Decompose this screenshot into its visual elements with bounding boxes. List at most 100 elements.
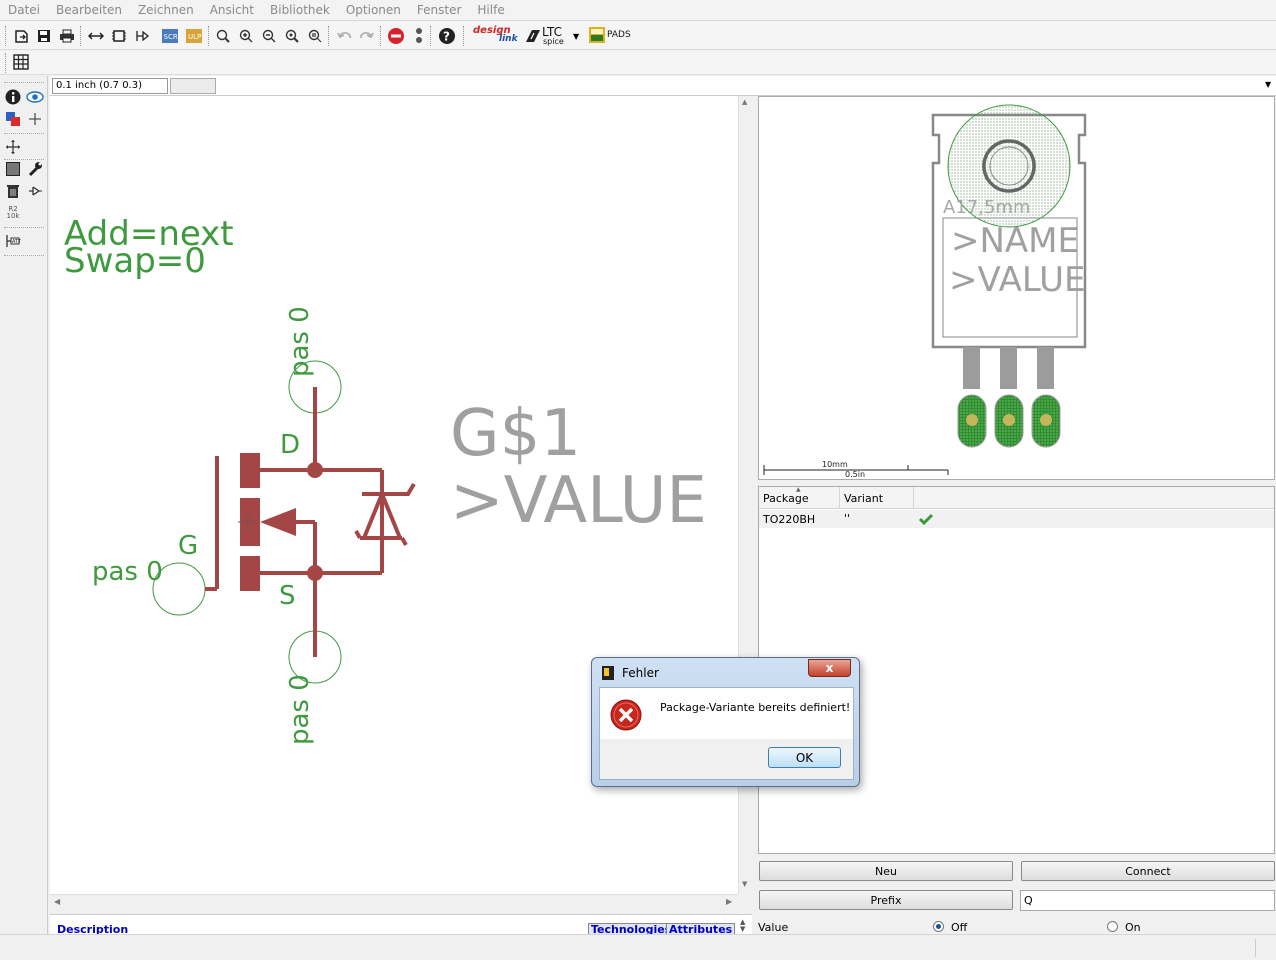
scroll-up-icon[interactable]: ▲: [742, 98, 748, 106]
column-variant[interactable]: Variant: [844, 492, 884, 505]
add-icon[interactable]: [26, 182, 44, 200]
ok-button[interactable]: OK: [768, 747, 841, 768]
undo-icon[interactable]: [334, 26, 354, 46]
coordinate-display: 0.1 inch (0.7 0.3): [52, 78, 168, 94]
svg-text:ATT: ATT: [12, 239, 21, 245]
cam-icon[interactable]: [86, 26, 106, 46]
dialog-close-button[interactable]: x: [808, 659, 851, 677]
info-icon[interactable]: [4, 88, 22, 106]
svg-text:SCR: SCR: [164, 33, 178, 41]
canvas-drawing: Add=next Swap=0 pas 0 pas 0 pas 0 D G S: [64, 214, 707, 745]
go-icon[interactable]: [409, 26, 429, 46]
pads-logo[interactable]: PADS: [589, 27, 631, 45]
display-layers-icon[interactable]: [4, 110, 22, 128]
mounting-hole-inner: [989, 146, 1029, 186]
zoom-in-icon[interactable]: [236, 26, 256, 46]
ulp-icon[interactable]: ULP: [184, 26, 204, 46]
attribute-icon[interactable]: ATT: [4, 232, 22, 250]
menu-fenster[interactable]: Fenster: [416, 3, 462, 17]
menu-optionen[interactable]: Optionen: [345, 3, 401, 17]
menu-datei[interactable]: Datei: [8, 3, 41, 17]
table-header: Package ▲ Variant: [759, 486, 1274, 509]
delete-icon[interactable]: [4, 182, 22, 200]
package-preview[interactable]: A17,5mm >NAME >VALUE 10mm 0.5in: [758, 96, 1275, 480]
ltc-spice-logo[interactable]: LTC spice ▼: [524, 25, 580, 47]
menu-ansicht[interactable]: Ansicht: [209, 3, 254, 17]
menu-bar: Datei Bearbeiten Zeichnen Ansicht Biblio…: [0, 0, 1276, 21]
value-on-label: On: [1125, 921, 1141, 934]
canvas-horizontal-scrollbar[interactable]: ◀ ▶: [50, 894, 738, 908]
save-icon[interactable]: [34, 26, 54, 46]
leg-3: [1037, 347, 1054, 389]
prefix-input[interactable]: Q: [1020, 890, 1275, 911]
move-icon[interactable]: [4, 138, 22, 156]
scroll-down-icon[interactable]: ▼: [742, 880, 748, 888]
package-name-text: >NAME: [951, 221, 1079, 261]
grid-icon[interactable]: [11, 52, 31, 72]
cursor-crosshair: [238, 512, 258, 532]
pin-bottom-label: pas 0: [285, 674, 315, 745]
status-bar: [0, 934, 1276, 960]
scale-mm: 10mm: [822, 460, 848, 469]
checkmark-icon: [918, 513, 934, 525]
symbol-name: G$1: [450, 397, 581, 471]
label-frame: [942, 217, 1078, 338]
source-label: S: [279, 581, 296, 611]
zoom-select-icon[interactable]: [305, 26, 325, 46]
zoom-out-icon[interactable]: [259, 26, 279, 46]
package-dimension: A17,5mm: [943, 197, 1030, 218]
tab-attributes[interactable]: Attributes: [666, 923, 736, 935]
print-icon[interactable]: [57, 26, 77, 46]
scroll-left-icon[interactable]: ◀: [54, 897, 61, 906]
new-button[interactable]: Neu: [759, 861, 1013, 881]
spin-icon[interactable]: ▲▼: [740, 918, 746, 933]
package-value-text: >VALUE: [949, 260, 1085, 300]
description-link[interactable]: Description: [57, 923, 129, 936]
menu-bibliothek[interactable]: Bibliothek: [270, 3, 330, 17]
zoom-redraw-icon[interactable]: [282, 26, 302, 46]
command-line-button[interactable]: [170, 78, 216, 94]
chevron-down-icon[interactable]: ▼: [1265, 80, 1272, 89]
designlink-logo[interactable]: design link: [473, 25, 518, 44]
junction-top: [307, 462, 323, 478]
schematic-icon[interactable]: [132, 26, 152, 46]
leg-2: [1000, 347, 1017, 389]
coordinate-bar: 0.1 inch (0.7 0.3) ▼: [50, 76, 1276, 96]
zoom-fit-icon[interactable]: [213, 26, 233, 46]
chevron-down-icon[interactable]: ▼: [573, 32, 580, 41]
show-icon[interactable]: [26, 88, 44, 106]
menu-hilfe[interactable]: Hilfe: [477, 3, 505, 17]
board-icon[interactable]: [109, 26, 129, 46]
value-off-radio[interactable]: [933, 921, 944, 932]
open-icon[interactable]: [12, 26, 32, 46]
leg-1: [963, 347, 980, 389]
info-text-add: Add=next: [64, 214, 234, 254]
connect-button[interactable]: Connect: [1021, 861, 1275, 881]
pin-top-label: pas 0: [285, 306, 315, 377]
command-input[interactable]: [220, 76, 1276, 96]
wrench-icon[interactable]: [26, 160, 44, 178]
drain-label: D: [280, 430, 300, 460]
svg-text:?: ?: [443, 30, 450, 44]
error-dialog: Fehler x Package-Variante bereits defini…: [591, 657, 860, 787]
group-icon[interactable]: [4, 160, 22, 178]
prefix-button[interactable]: Prefix: [759, 890, 1013, 910]
mark-icon[interactable]: [26, 110, 44, 128]
stop-icon[interactable]: [386, 26, 406, 46]
package-variant-table[interactable]: Package ▲ Variant TO220BH '': [758, 486, 1275, 854]
menu-zeichnen[interactable]: Zeichnen: [137, 3, 194, 17]
redo-icon[interactable]: [357, 26, 377, 46]
mounting-hole-ring: [982, 139, 1036, 193]
channel-drain: [240, 453, 260, 488]
table-row[interactable]: TO220BH '': [759, 510, 1274, 528]
column-package[interactable]: Package: [763, 492, 809, 505]
help-icon[interactable]: ?: [437, 26, 457, 46]
value-on-radio[interactable]: [1107, 921, 1118, 932]
pin-left-label: pas 0: [92, 557, 163, 587]
value-off-label: Off: [951, 921, 968, 934]
script-icon[interactable]: SCR: [160, 26, 180, 46]
menu-bearbeiten[interactable]: Bearbeiten: [56, 3, 122, 17]
dialog-message: Package-Variante bereits definiert!: [660, 701, 851, 714]
scroll-right-icon[interactable]: ▶: [726, 897, 733, 906]
